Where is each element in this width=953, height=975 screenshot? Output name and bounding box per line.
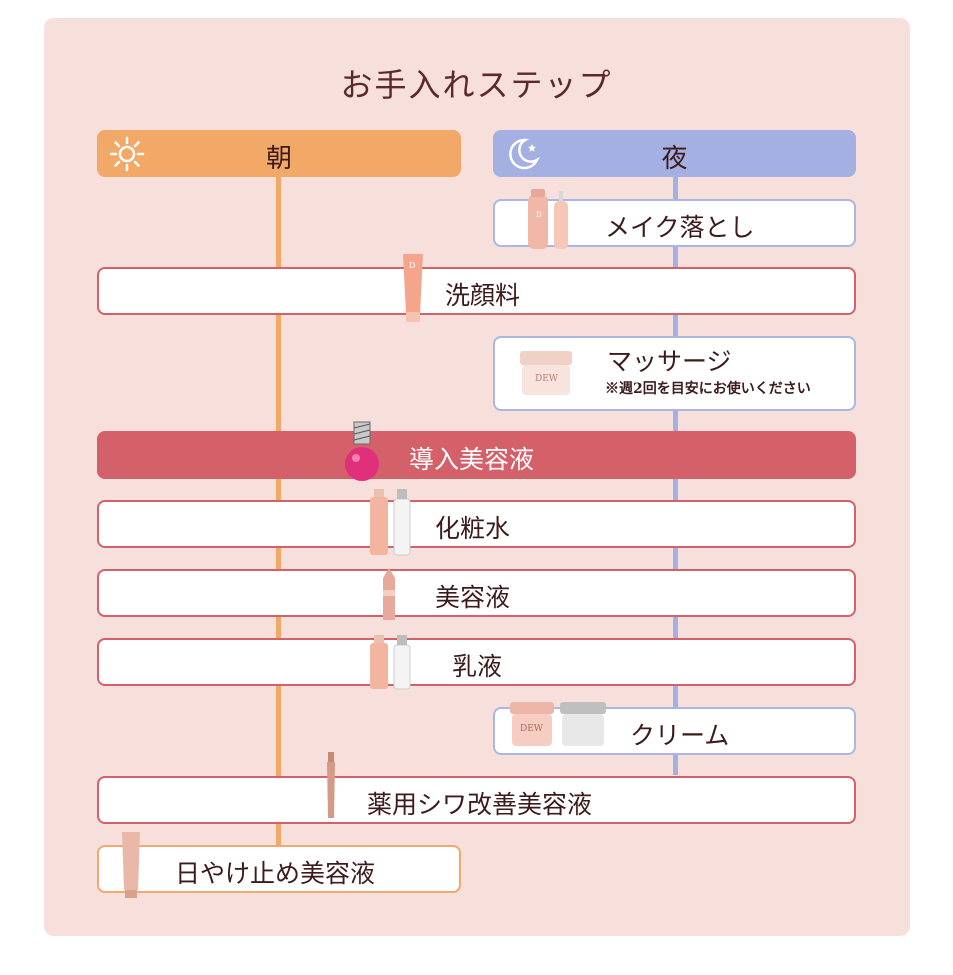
emulsion-bottles-icon bbox=[366, 633, 414, 691]
jar-brand-label: DEW bbox=[535, 374, 559, 384]
svg-text:D: D bbox=[409, 261, 415, 270]
step-serum: 美容液 bbox=[97, 569, 856, 617]
morning-label: 朝 bbox=[97, 138, 461, 175]
serum-bottle-icon bbox=[378, 566, 400, 624]
step-label: 洗顔料 bbox=[445, 276, 520, 312]
morning-header: 朝 bbox=[97, 130, 461, 177]
step-label: マッサージ bbox=[607, 342, 732, 378]
lotion-bottles-icon bbox=[366, 487, 414, 557]
cream-jars-icon: DEW bbox=[508, 700, 608, 750]
night-header: 夜 bbox=[493, 130, 856, 177]
step-note: ※週2回を目安にお使いください bbox=[605, 378, 811, 398]
cream-brand-label: DEW bbox=[520, 724, 544, 734]
cleansing-product-icon: D bbox=[522, 187, 574, 253]
face-wash-tube-icon: D bbox=[400, 252, 426, 324]
step-label: 薬用シワ改善美容液 bbox=[367, 785, 592, 821]
wrinkle-serum-tube-icon bbox=[324, 750, 338, 820]
booster-bottle-icon bbox=[342, 420, 382, 484]
step-label: 美容液 bbox=[435, 578, 510, 614]
step-label: 乳液 bbox=[452, 647, 502, 683]
step-label: 導入美容液 bbox=[409, 440, 534, 476]
step-label: 化粧水 bbox=[435, 509, 510, 545]
step-label: 日やけ止め美容液 bbox=[175, 854, 375, 890]
svg-text:D: D bbox=[536, 211, 542, 219]
step-face-wash: 洗顔料 bbox=[97, 267, 856, 315]
step-lotion: 化粧水 bbox=[97, 500, 856, 548]
massage-jar-icon: DEW bbox=[518, 349, 574, 399]
step-sunscreen-serum: 日やけ止め美容液 bbox=[97, 845, 461, 893]
night-label: 夜 bbox=[493, 138, 856, 175]
step-wrinkle-serum: 薬用シワ改善美容液 bbox=[97, 776, 856, 824]
sunscreen-tube-icon bbox=[120, 830, 142, 900]
step-label: クリーム bbox=[630, 716, 729, 752]
step-label: メイク落とし bbox=[605, 208, 755, 244]
step-booster-serum: 導入美容液 bbox=[97, 431, 856, 479]
step-emulsion: 乳液 bbox=[97, 638, 856, 686]
page-title: お手入れステップ bbox=[0, 60, 953, 106]
